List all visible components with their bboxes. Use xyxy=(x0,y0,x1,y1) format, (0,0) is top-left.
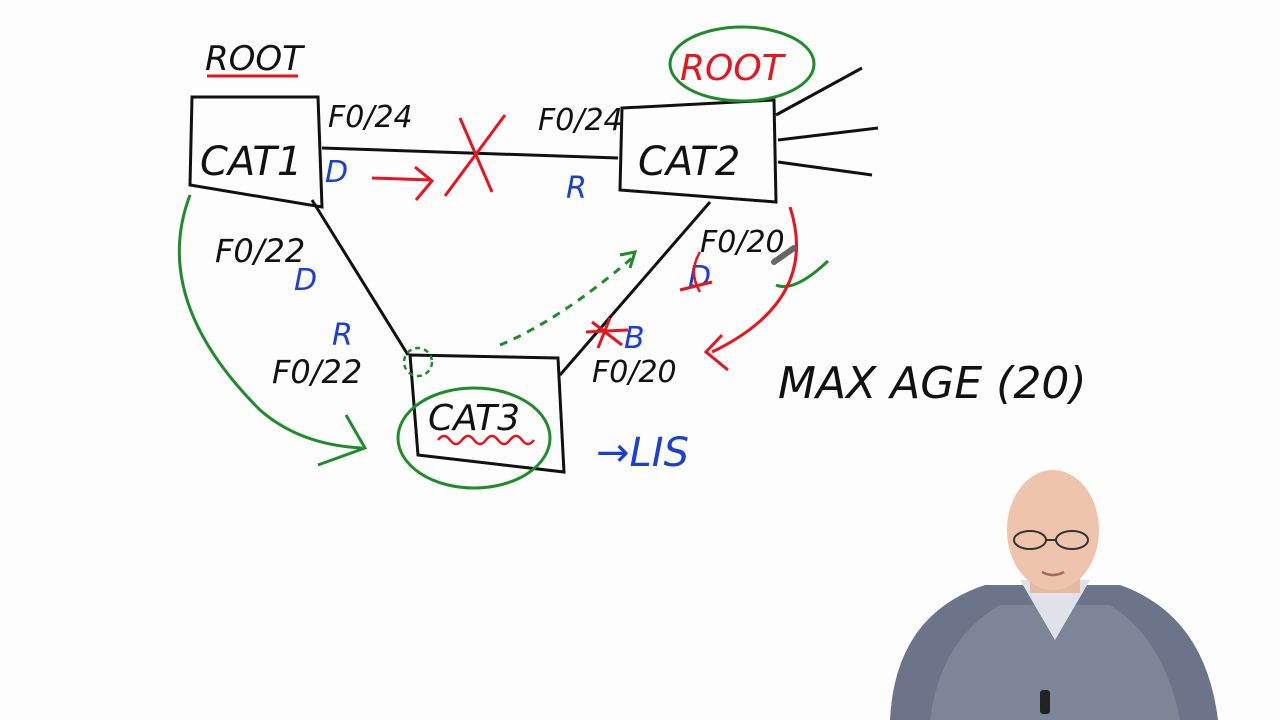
presenter-collar xyxy=(1020,580,1090,640)
cat3-label: CAT3 xyxy=(428,398,520,439)
cat3-squiggle xyxy=(437,434,535,446)
marker-pen-icon xyxy=(771,245,797,265)
green-dashed-arrow-head xyxy=(619,250,638,269)
green-dashed-arrow xyxy=(499,256,633,347)
blocked-x-2 xyxy=(443,114,507,197)
red-curved-arrow xyxy=(711,206,798,354)
root-label-right: ROOT xyxy=(680,48,787,89)
link-cat1-cat2 xyxy=(321,146,619,160)
role-strike-b-3 xyxy=(585,328,629,334)
red-curved-arrow-head xyxy=(703,333,729,372)
cat2-uplink-3 xyxy=(777,160,873,177)
cat2-label: CAT2 xyxy=(638,139,740,185)
bpdu-arrow-head xyxy=(414,165,435,201)
presenter-mouth xyxy=(1041,570,1065,577)
cat1-box xyxy=(188,95,324,209)
role-cat3-f022: R xyxy=(332,318,353,353)
cat2-uplink-1 xyxy=(775,66,863,117)
cat2-uplink-2 xyxy=(777,126,879,142)
green-check xyxy=(775,259,830,288)
port-cat2-f024: F0/24 xyxy=(538,103,623,138)
cat3-circle xyxy=(396,386,552,490)
link-cat2-cat3 xyxy=(558,201,712,376)
root-label-left: ROOT xyxy=(205,39,305,79)
port-cat3-f020: F0/20 xyxy=(592,355,677,390)
cat3-box xyxy=(408,353,566,474)
role-cat3-f020: B xyxy=(624,321,645,356)
role-cat1-f022: D xyxy=(294,263,317,298)
presenter-shirt-check xyxy=(930,605,1180,720)
presenter-microphone xyxy=(1040,690,1050,714)
port-cat2-f020: F0/20 xyxy=(700,225,785,260)
green-curved-arrow xyxy=(177,194,363,450)
role-strike-b-1 xyxy=(591,320,623,347)
bpdu-arrow-shaft xyxy=(371,176,431,182)
role-bracket-d xyxy=(692,251,702,293)
port-cat1-f022: F0/22 xyxy=(215,232,305,270)
link-cat1-cat3 xyxy=(310,199,410,356)
root-circle xyxy=(668,25,816,103)
cat2-box xyxy=(618,98,778,204)
presenter xyxy=(890,470,1218,720)
green-curved-arrow-head xyxy=(317,414,368,467)
port-cat3-f022: F0/22 xyxy=(272,353,362,391)
max-age-note: MAX AGE (20) xyxy=(778,358,1087,409)
role-strike-b-2 xyxy=(596,317,612,349)
cat1-label: CAT1 xyxy=(200,139,302,185)
port-cat1-f024: F0/24 xyxy=(328,100,413,135)
listening-note: →LIS xyxy=(596,430,689,476)
role-cat2-f024: R xyxy=(566,171,587,206)
port-highlight-circle xyxy=(402,346,434,378)
role-cat1-f024: D xyxy=(325,155,348,190)
presenter-head xyxy=(1007,470,1099,590)
